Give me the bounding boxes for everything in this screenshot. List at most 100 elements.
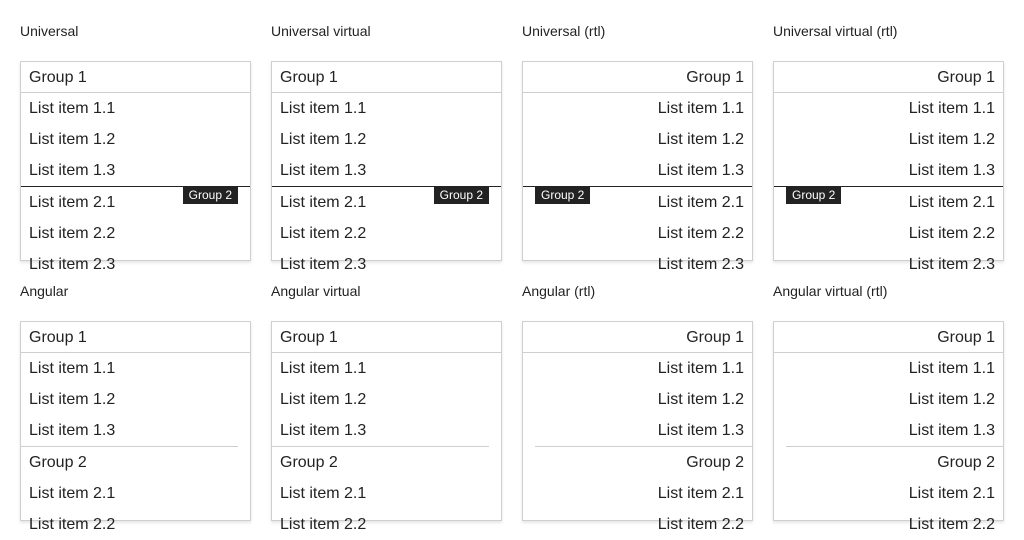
- sticky-group-badge: Group 2: [182, 186, 238, 204]
- panel-universal-virtual: Universal virtual Group 1 List item 1.1 …: [271, 22, 502, 273]
- list-item[interactable]: List item 1.1: [29, 360, 116, 377]
- list-item[interactable]: List item 1.3: [29, 162, 116, 179]
- list-content: Group 1 List item 1.1 List item 1.2 List…: [272, 322, 501, 540]
- group-divider: [774, 186, 1003, 187]
- list-content: Group 1 List item 1.1 List item 1.2 List…: [523, 322, 752, 540]
- list-item[interactable]: List item 1.1: [908, 100, 995, 117]
- list-item[interactable]: List item 1.2: [280, 391, 367, 408]
- panel-label: Universal virtual: [271, 23, 371, 39]
- list-item[interactable]: List item 1.1: [29, 100, 116, 117]
- list-item[interactable]: List item 1.3: [29, 422, 116, 439]
- group-divider: [272, 186, 501, 187]
- panel-label: Universal virtual (rtl): [773, 23, 898, 39]
- list-item[interactable]: List item 1.2: [29, 131, 116, 148]
- list-item[interactable]: List item 2.1: [29, 194, 116, 211]
- listbox[interactable]: Group 1 List item 1.1 List item 1.2 List…: [773, 61, 1004, 273]
- list-item[interactable]: List item 2.3: [280, 256, 367, 273]
- list-item[interactable]: List item 2.2: [657, 516, 744, 533]
- list-item[interactable]: List item 1.1: [657, 360, 744, 377]
- group-header: Group 2: [937, 454, 995, 471]
- group-divider: [523, 186, 752, 187]
- list-item[interactable]: List item 1.1: [657, 100, 744, 117]
- list-item[interactable]: List item 1.3: [657, 422, 744, 439]
- listbox[interactable]: Group 1 List item 1.1 List item 1.2 List…: [271, 321, 502, 533]
- list-item[interactable]: List item 2.2: [908, 225, 995, 242]
- list-item[interactable]: List item 2.1: [657, 194, 744, 211]
- listbox[interactable]: Group 1 List item 1.1 List item 1.2 List…: [20, 321, 251, 533]
- list-item[interactable]: List item 2.3: [657, 256, 744, 273]
- group-header: Group 2: [29, 454, 87, 471]
- list-item[interactable]: List item 1.1: [280, 360, 367, 377]
- panel-universal: Universal Group 1 List item 1.1 List ite…: [20, 22, 251, 273]
- group-header: Group 1: [21, 322, 250, 353]
- list-item[interactable]: List item 2.1: [908, 194, 995, 211]
- list-content: Group 1 List item 1.1 List item 1.2 List…: [523, 62, 752, 280]
- listbox[interactable]: Group 1 List item 1.1 List item 1.2 List…: [271, 61, 502, 273]
- list-item[interactable]: List item 1.2: [908, 131, 995, 148]
- list-item[interactable]: List item 1.2: [280, 131, 367, 148]
- group-header: Group 1: [774, 62, 1003, 93]
- list-item[interactable]: List item 2.1: [280, 485, 367, 502]
- list-item[interactable]: List item 2.2: [280, 516, 367, 533]
- list-content: Group 1 List item 1.1 List item 1.2 List…: [21, 322, 250, 540]
- panel-angular-virtual: Angular virtual Group 1 List item 1.1 Li…: [271, 282, 502, 533]
- list-content: Group 1 List item 1.1 List item 1.2 List…: [21, 62, 250, 280]
- group-header: Group 1: [774, 322, 1003, 353]
- list-item[interactable]: List item 2.2: [29, 225, 116, 242]
- panel-label: Universal: [20, 23, 79, 39]
- list-content: Group 1 List item 1.1 List item 1.2 List…: [774, 322, 1003, 540]
- group-header: Group 1: [272, 62, 501, 93]
- list-item[interactable]: List item 2.2: [280, 225, 367, 242]
- sticky-group-badge: Group 2: [433, 186, 489, 204]
- listbox[interactable]: Group 1 List item 1.1 List item 1.2 List…: [773, 321, 1004, 533]
- group-header: Group 1: [523, 62, 752, 93]
- list-item[interactable]: List item 2.2: [908, 516, 995, 533]
- list-item[interactable]: List item 1.2: [657, 391, 744, 408]
- panel-label: Universal (rtl): [522, 23, 606, 39]
- panel-label: Angular (rtl): [522, 283, 596, 299]
- panel-label: Angular: [20, 283, 69, 299]
- panel-angular-rtl: Angular (rtl) Group 1 List item 1.1 List…: [522, 282, 753, 533]
- list-item[interactable]: List item 1.2: [908, 391, 995, 408]
- listbox[interactable]: Group 1 List item 1.1 List item 1.2 List…: [522, 61, 753, 273]
- group-separator: [21, 446, 238, 447]
- panel-angular-virtual-rtl: Angular virtual (rtl) Group 1 List item …: [773, 282, 1004, 533]
- panel-label: Angular virtual (rtl): [773, 283, 888, 299]
- panel-angular: Angular Group 1 List item 1.1 List item …: [20, 282, 251, 533]
- list-item[interactable]: List item 1.3: [657, 162, 744, 179]
- group-header: Group 2: [280, 454, 338, 471]
- list-item[interactable]: List item 2.1: [908, 485, 995, 502]
- list-item[interactable]: List item 2.3: [908, 256, 995, 273]
- sticky-group-badge: Group 2: [786, 186, 842, 204]
- group-divider: [21, 186, 250, 187]
- panel-label: Angular virtual: [271, 283, 361, 299]
- list-item[interactable]: List item 2.3: [29, 256, 116, 273]
- list-item[interactable]: List item 1.1: [280, 100, 367, 117]
- list-content: Group 1 List item 1.1 List item 1.2 List…: [272, 62, 501, 280]
- list-item[interactable]: List item 1.3: [908, 162, 995, 179]
- sticky-group-badge: Group 2: [535, 186, 591, 204]
- list-item[interactable]: List item 1.3: [908, 422, 995, 439]
- panel-universal-virtual-rtl: Universal virtual (rtl) Group 1 List ite…: [773, 22, 1004, 273]
- group-separator: [786, 446, 1003, 447]
- list-item[interactable]: List item 2.2: [657, 225, 744, 242]
- list-content: Group 1 List item 1.1 List item 1.2 List…: [774, 62, 1003, 280]
- group-separator: [272, 446, 489, 447]
- list-item[interactable]: List item 2.2: [29, 516, 116, 533]
- panel-universal-rtl: Universal (rtl) Group 1 List item 1.1 Li…: [522, 22, 753, 273]
- listbox[interactable]: Group 1 List item 1.1 List item 1.2 List…: [20, 61, 251, 273]
- list-item[interactable]: List item 1.3: [280, 162, 367, 179]
- list-item[interactable]: List item 2.1: [657, 485, 744, 502]
- list-item[interactable]: List item 2.1: [29, 485, 116, 502]
- group-header: Group 2: [686, 454, 744, 471]
- list-item[interactable]: List item 1.1: [908, 360, 995, 377]
- group-header: Group 1: [21, 62, 250, 93]
- list-item[interactable]: List item 2.1: [280, 194, 367, 211]
- list-item[interactable]: List item 1.3: [280, 422, 367, 439]
- group-header: Group 1: [523, 322, 752, 353]
- group-header: Group 1: [272, 322, 501, 353]
- list-item[interactable]: List item 1.2: [29, 391, 116, 408]
- group-separator: [535, 446, 752, 447]
- listbox[interactable]: Group 1 List item 1.1 List item 1.2 List…: [522, 321, 753, 533]
- list-item[interactable]: List item 1.2: [657, 131, 744, 148]
